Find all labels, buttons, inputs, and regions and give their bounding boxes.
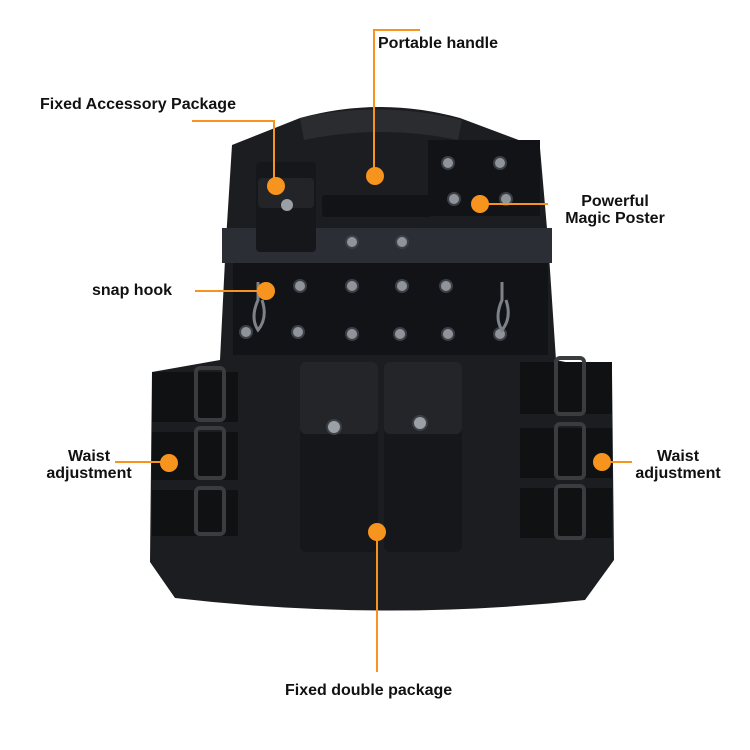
magic-poster-panel [233, 263, 548, 355]
pouch-right-flap [384, 362, 462, 434]
callout-waist-adjustment-right: Waist adjustment [624, 448, 732, 482]
waist-left-line2: adjustment [46, 465, 132, 482]
waist-right-line2: adjustment [635, 465, 721, 482]
snap-button-icon [239, 156, 513, 341]
pouch-left-flap [300, 362, 378, 434]
pouch-snap-icon [281, 199, 293, 211]
callout-snap-hook: snap hook [92, 282, 173, 299]
callout-fixed-double-package: Fixed double package [285, 682, 453, 699]
snap-hook-icon [252, 282, 510, 333]
buckle-icon [194, 356, 586, 540]
callout-portable-handle: Portable handle [378, 35, 499, 52]
tactical-vest [150, 107, 614, 611]
callout-magic-poster-line: Magic Poster [565, 210, 665, 227]
vest-collar [300, 109, 462, 140]
handle-strap [322, 195, 432, 217]
callout-powerful-magic-poster: Powerful Magic Poster [556, 193, 674, 227]
waist-right-line1: Waist [656, 448, 700, 465]
waist-left-line1: Waist [67, 448, 111, 465]
callout-fixed-accessory-package: Fixed Accessory Package [40, 96, 236, 113]
callout-waist-adjustment-left: Waist adjustment [30, 448, 148, 482]
pouch-right-snap-icon [412, 415, 428, 431]
callout-powerful-line: Powerful [581, 193, 649, 210]
pouch-left-snap-icon [326, 419, 342, 435]
callout-lines [115, 29, 632, 672]
orange-dot-icon [160, 167, 611, 541]
